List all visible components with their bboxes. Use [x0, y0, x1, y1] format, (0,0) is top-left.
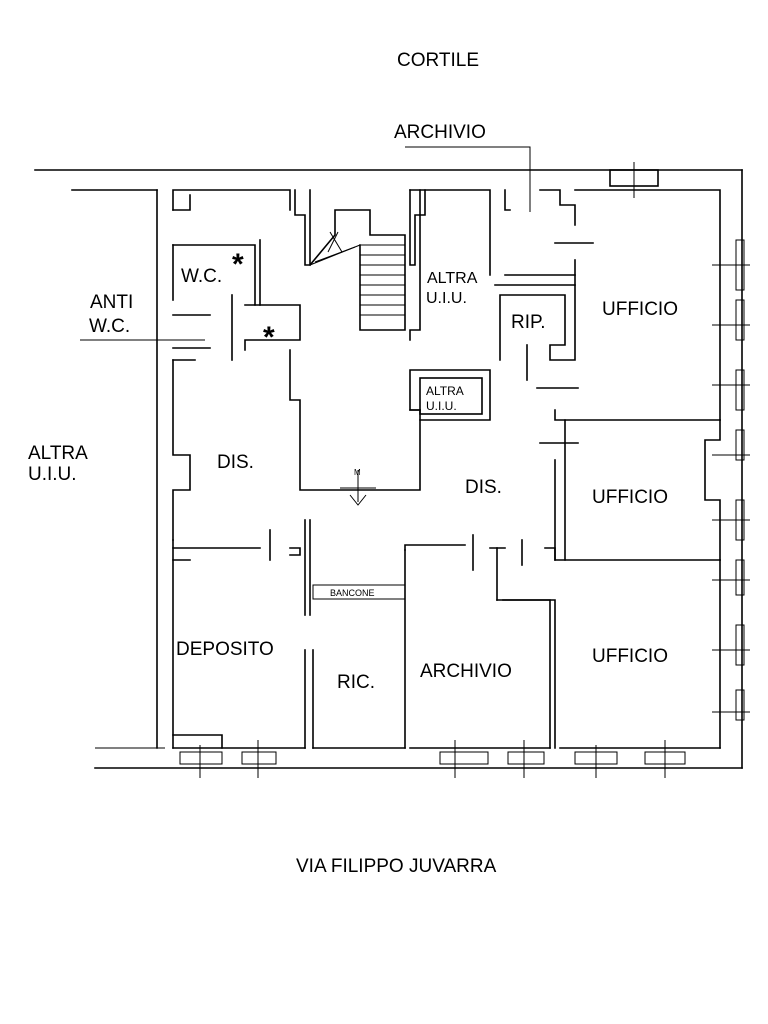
right-walls: [409, 242, 721, 749]
label-altra-stair-1: ALTRA: [427, 270, 478, 287]
anti-wc-asterisk: *: [263, 321, 275, 354]
label-archivio-top: ARCHIVIO: [394, 122, 486, 143]
label-rip: RIP.: [511, 312, 546, 333]
top-walls: [172, 162, 721, 421]
stair-mark: M: [354, 468, 361, 477]
label-dis-left: DIS.: [217, 452, 254, 473]
label-altra-small-2: U.I.U.: [426, 399, 457, 413]
wc-block: [80, 239, 301, 361]
label-archivio-bottom: ARCHIVIO: [420, 661, 512, 682]
bottom-windows: [179, 740, 686, 778]
label-street: VIA FILIPPO JUVARRA: [296, 856, 497, 877]
label-altra-small-1: ALTRA: [426, 384, 464, 398]
right-windows: [712, 239, 750, 721]
label-bancone: BANCONE: [330, 588, 375, 598]
label-ufficio-1: UFFICIO: [602, 299, 678, 320]
wc-asterisk: *: [232, 248, 244, 281]
archivio-leader-line: [405, 146, 531, 212]
label-ufficio-3: UFFICIO: [592, 646, 668, 667]
label-ufficio-2: UFFICIO: [592, 487, 668, 508]
label-cortile: CORTILE: [397, 50, 479, 71]
label-anti: ANTI: [90, 292, 133, 313]
label-ric: RIC.: [337, 672, 375, 693]
label-anti-wc: W.C.: [89, 316, 130, 337]
label-altra-left-1: ALTRA: [28, 443, 88, 464]
label-altra-stair-2: U.I.U.: [426, 290, 467, 307]
building-outline: [34, 169, 743, 769]
label-wc: W.C.: [181, 266, 222, 287]
label-dis-right: DIS.: [465, 477, 502, 498]
stair-arrow: [340, 470, 376, 506]
label-deposito: DEPOSITO: [176, 639, 274, 660]
label-altra-left-2: U.I.U.: [28, 464, 77, 485]
left-walls: [172, 349, 466, 749]
staircase: [308, 209, 406, 331]
